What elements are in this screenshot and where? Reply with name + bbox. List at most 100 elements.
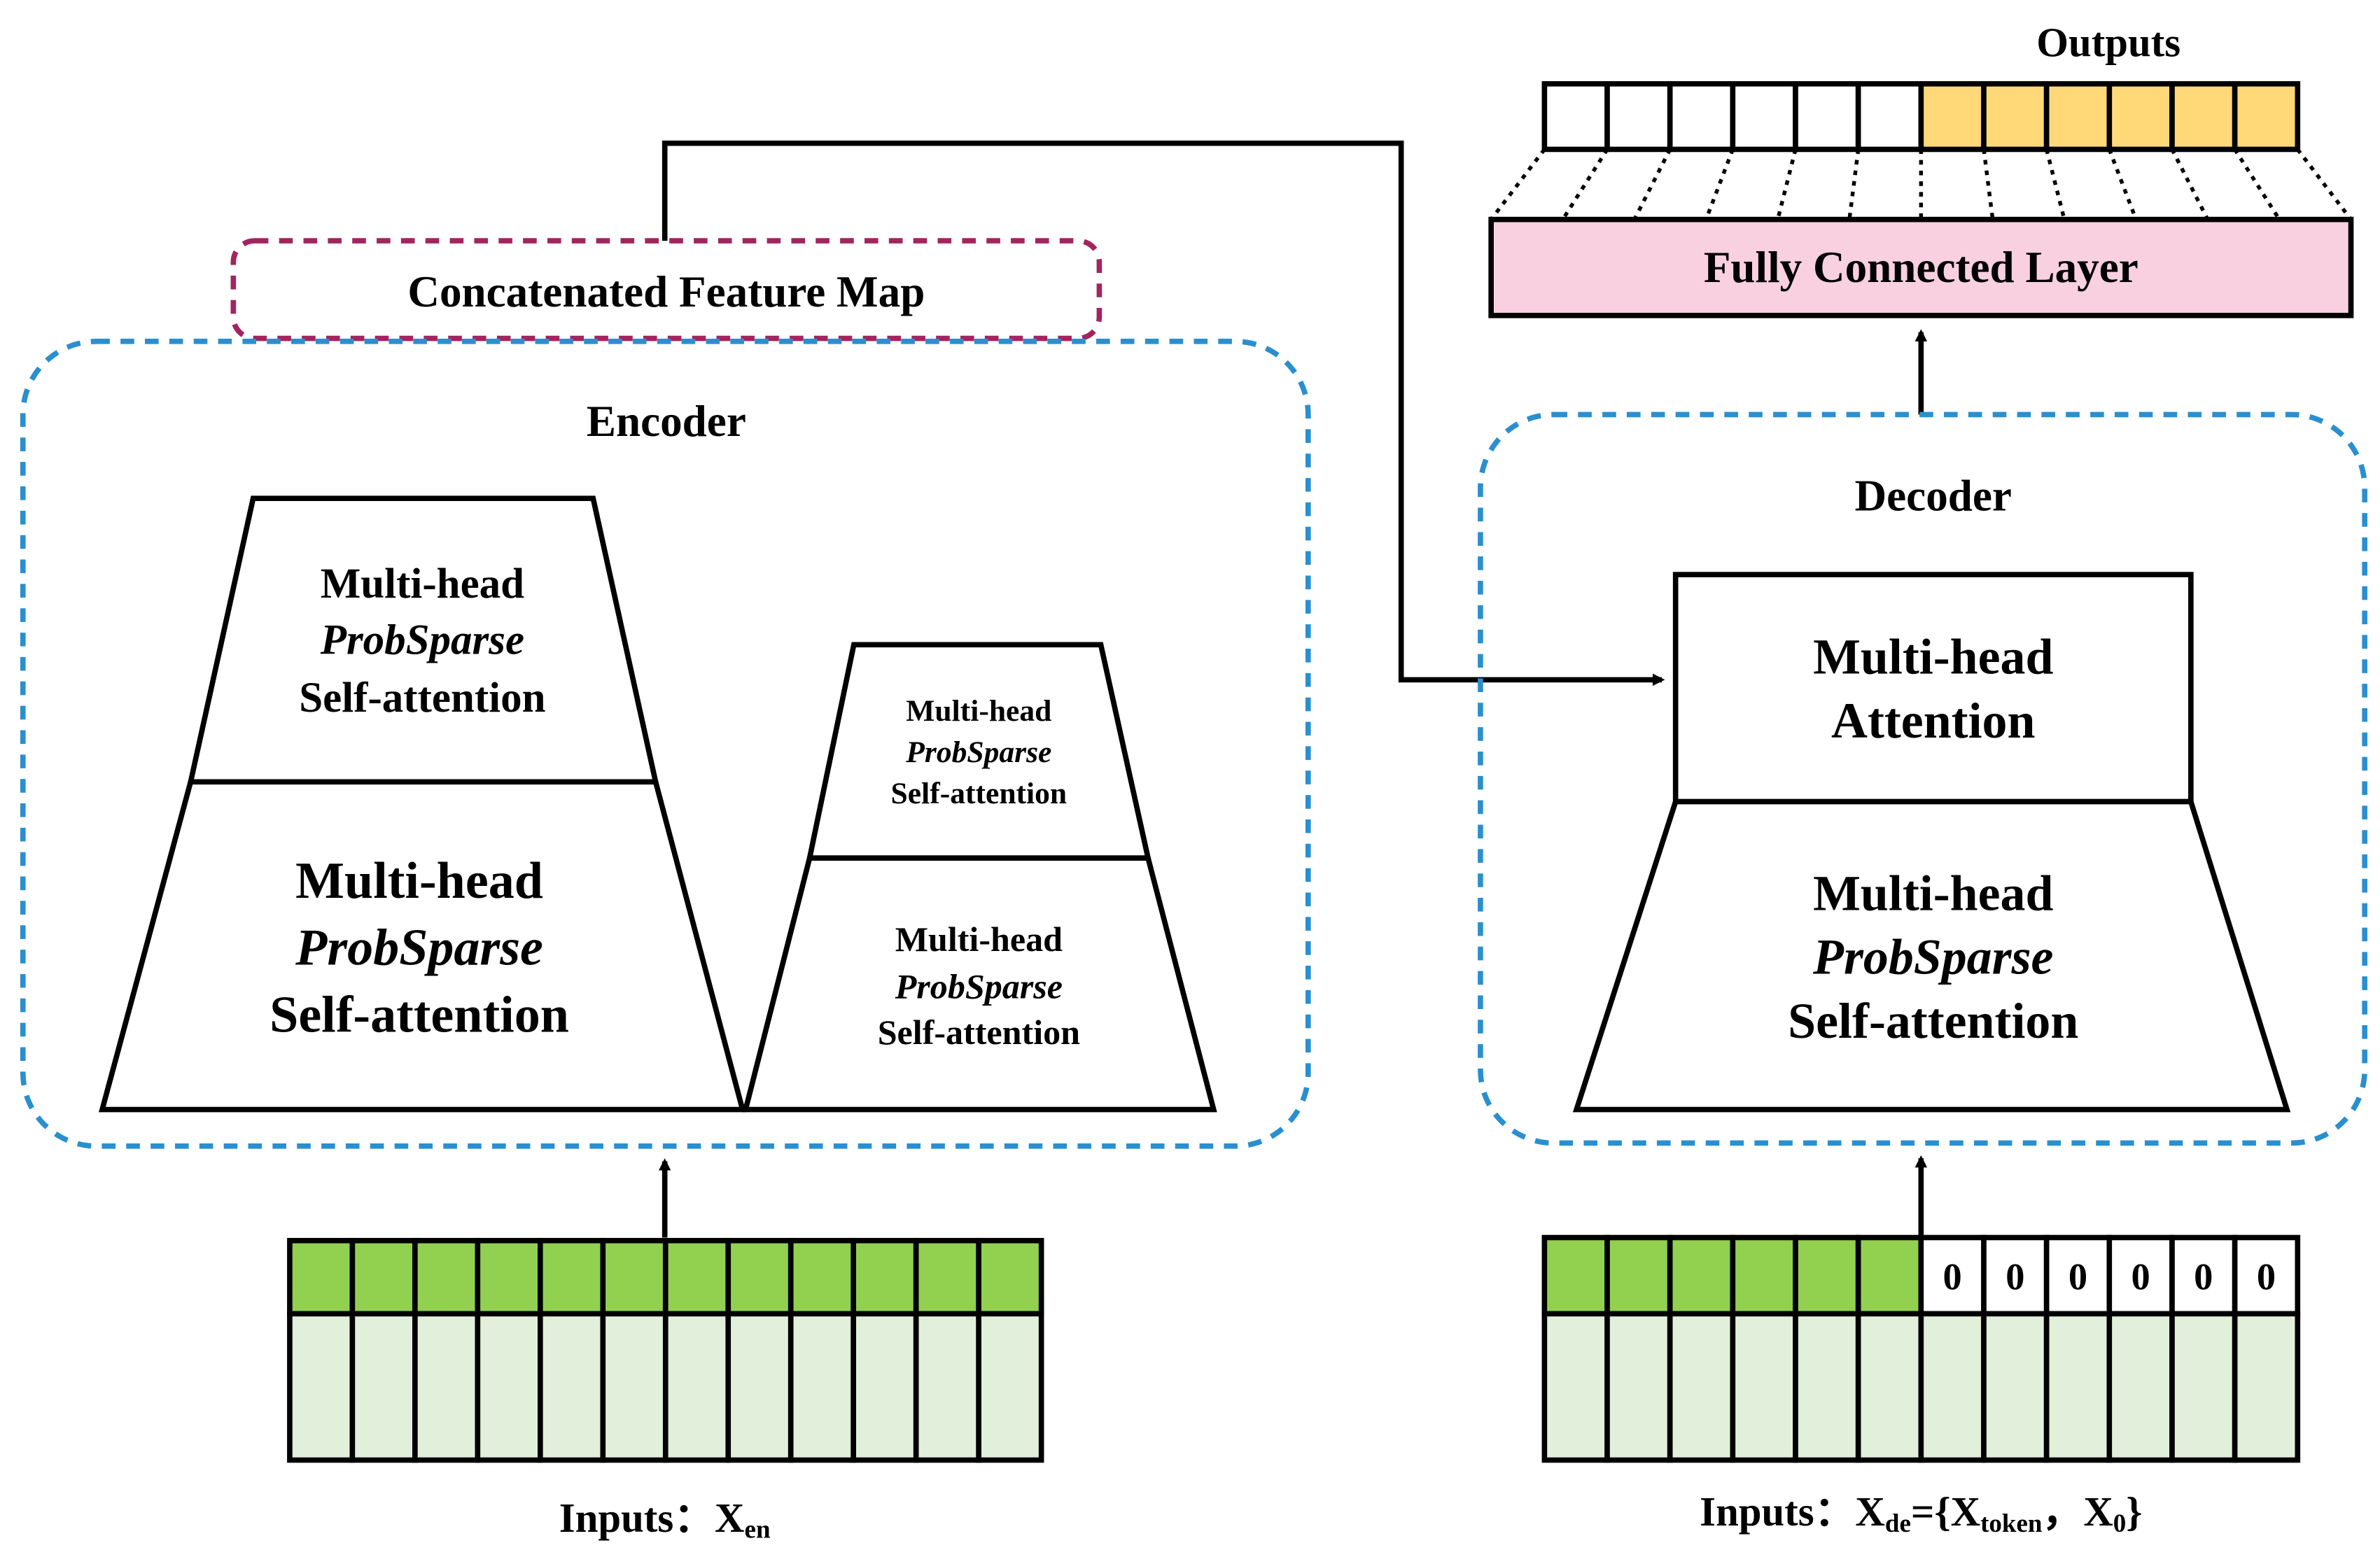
decoder-self-attention-line1: Multi-head bbox=[1813, 865, 2053, 921]
encoder-stack1-top-line3: Self-attention bbox=[299, 675, 545, 721]
decoder-input-token-subscript: token bbox=[1980, 1509, 2043, 1538]
decoder-input-zero-value: 0 bbox=[2068, 1255, 2087, 1298]
output-mapping-line bbox=[1704, 148, 1735, 220]
encoder-input-token-cell bbox=[662, 1238, 732, 1317]
decoder-input-token-cell bbox=[1667, 1234, 1736, 1317]
decoder-self-attention-block bbox=[1572, 798, 2291, 1113]
encoder-input-token-cell bbox=[725, 1238, 794, 1317]
decoder-input-zero-symbol: X bbox=[2083, 1489, 2113, 1535]
encoder-input-subscript: en bbox=[745, 1516, 771, 1544]
decoder-input-zero-value: 0 bbox=[1943, 1255, 1962, 1298]
encoder-input-grid bbox=[287, 1238, 1044, 1463]
decoder-self-attention-line2: ProbSparse bbox=[1812, 929, 2053, 985]
encoder-input-token-cell bbox=[349, 1238, 418, 1317]
decoder-input-feature-cell bbox=[2232, 1311, 2301, 1463]
encoder-input-token-cell bbox=[538, 1238, 606, 1317]
decoder-input-token-cell bbox=[1855, 1234, 1924, 1317]
decoder-input-token-cell bbox=[1793, 1234, 1861, 1317]
encoder-input-token-cell bbox=[976, 1238, 1044, 1317]
decoder-input-subscript: de bbox=[1885, 1509, 1911, 1538]
encoder-input-token-cell bbox=[412, 1238, 481, 1317]
output-cell bbox=[1855, 80, 1924, 153]
output-mapping-line bbox=[1561, 148, 1609, 221]
encoder-input-feature-cell bbox=[850, 1311, 919, 1463]
encoder-input-symbol: X bbox=[715, 1495, 744, 1541]
output-mapping-lines bbox=[1489, 148, 2353, 221]
output-cell bbox=[1541, 80, 1610, 153]
output-cell bbox=[1793, 80, 1861, 153]
feature-map-to-decoder-connector bbox=[662, 140, 1665, 686]
encoder-stack2-bottom-layer bbox=[742, 855, 1217, 1113]
decoder-title: Decoder bbox=[1855, 472, 2012, 521]
output-mapping-line bbox=[1632, 148, 1672, 220]
concatenated-feature-map-label: Concatenated Feature Map bbox=[407, 267, 925, 316]
decoder-input-token-cell bbox=[1604, 1234, 1673, 1317]
output-mapping-line bbox=[2107, 148, 2138, 220]
encoder-container bbox=[20, 339, 1311, 1149]
encoder-input-feature-cell bbox=[412, 1311, 481, 1463]
decoder-input-zero-value: 0 bbox=[2132, 1255, 2150, 1298]
decoder-input-feature-cell bbox=[1604, 1311, 1673, 1463]
decoder-container bbox=[1478, 411, 2367, 1146]
output-mapping-line bbox=[2045, 148, 2066, 220]
outputs-cells bbox=[1541, 80, 2301, 153]
encoder-stack2-bottom-line3: Self-attention bbox=[878, 1013, 1080, 1052]
encoder-input-feature-cell bbox=[725, 1311, 794, 1463]
encoder-input-token-cell bbox=[600, 1238, 668, 1317]
output-cell bbox=[1730, 80, 1798, 153]
decoder-input-zero-cell bbox=[2232, 1234, 2301, 1317]
encoder-stack1-bottom-layer bbox=[99, 779, 746, 1113]
decoder-input-zero-value: 0 bbox=[2194, 1255, 2213, 1298]
fully-connected-layer-label: Fully Connected Layer bbox=[1704, 243, 2138, 292]
output-cell bbox=[1604, 80, 1673, 153]
decoder-input-zero-cell bbox=[1918, 1234, 1987, 1317]
encoder-stack2-top-line2: ProbSparse bbox=[905, 735, 1051, 769]
output-cell bbox=[2043, 80, 2113, 153]
encoder-stack2-top-line3: Self-attention bbox=[891, 777, 1068, 810]
encoder-input-feature-cell bbox=[788, 1311, 857, 1463]
encoder-input-token-cell bbox=[913, 1238, 981, 1317]
encoder-stack1-bottom-line1: Multi-head bbox=[295, 852, 543, 910]
encoder-input-feature-cell bbox=[287, 1311, 356, 1463]
encoder-stack2-bottom-line1: Multi-head bbox=[895, 920, 1063, 959]
output-mapping-line bbox=[1847, 149, 1861, 220]
output-mapping-line bbox=[1489, 148, 1546, 221]
decoder-input-label: Inputs： bbox=[1700, 1489, 1855, 1535]
encoder-stack1-bottom-line3: Self-attention bbox=[270, 986, 569, 1043]
decoder-input-feature-cell bbox=[1918, 1311, 1987, 1463]
decoder-input-feature-cell bbox=[2043, 1311, 2113, 1463]
decoder-input-feature-cell bbox=[2169, 1311, 2238, 1463]
encoder-stack2-bottom-line2: ProbSparse bbox=[895, 967, 1063, 1006]
output-mapping-line bbox=[1775, 148, 1798, 220]
decoder-input-zero-subscript: 0 bbox=[2113, 1509, 2127, 1538]
decoder-input-closing: } bbox=[2126, 1489, 2142, 1535]
decoder-attention-block bbox=[1672, 572, 2194, 805]
decoder-attention-line1: Multi-head bbox=[1813, 629, 2053, 685]
output-cell bbox=[1918, 80, 1987, 153]
decoder-input-zero-value: 0 bbox=[2257, 1255, 2276, 1298]
decoder-input-symbol: X bbox=[1855, 1489, 1884, 1535]
encoder-input-feature-cell bbox=[600, 1311, 668, 1463]
output-cell bbox=[1981, 80, 2050, 153]
decoder-input-caption: Inputs：Xde={Xtoken，X0} bbox=[1700, 1489, 2142, 1538]
encoder-input-feature-cell bbox=[538, 1311, 606, 1463]
output-mapping-line bbox=[2233, 148, 2281, 221]
decoder-input-feature-cell bbox=[1541, 1311, 1610, 1463]
concatenated-feature-map-box bbox=[230, 238, 1102, 341]
decoder-self-attention-line3: Self-attention bbox=[1788, 993, 2078, 1049]
encoder-input-feature-cell bbox=[976, 1311, 1044, 1463]
decoder-input-equals: ={X bbox=[1911, 1489, 1980, 1535]
decoder-input-feature-cell bbox=[1855, 1311, 1924, 1463]
encoder-input-caption: Inputs：Xen bbox=[559, 1495, 771, 1544]
encoder-input-feature-cell bbox=[349, 1311, 418, 1463]
decoder-attention-line2: Attention bbox=[1831, 693, 2035, 749]
encoder-input-token-cell bbox=[850, 1238, 919, 1317]
encoder-input-feature-cell bbox=[913, 1311, 981, 1463]
output-cell bbox=[2232, 80, 2301, 153]
output-cell bbox=[2169, 80, 2238, 153]
encoder-input-feature-cell bbox=[662, 1311, 732, 1463]
decoder-input-feature-cell bbox=[1667, 1311, 1736, 1463]
output-mapping-line bbox=[2296, 148, 2353, 221]
